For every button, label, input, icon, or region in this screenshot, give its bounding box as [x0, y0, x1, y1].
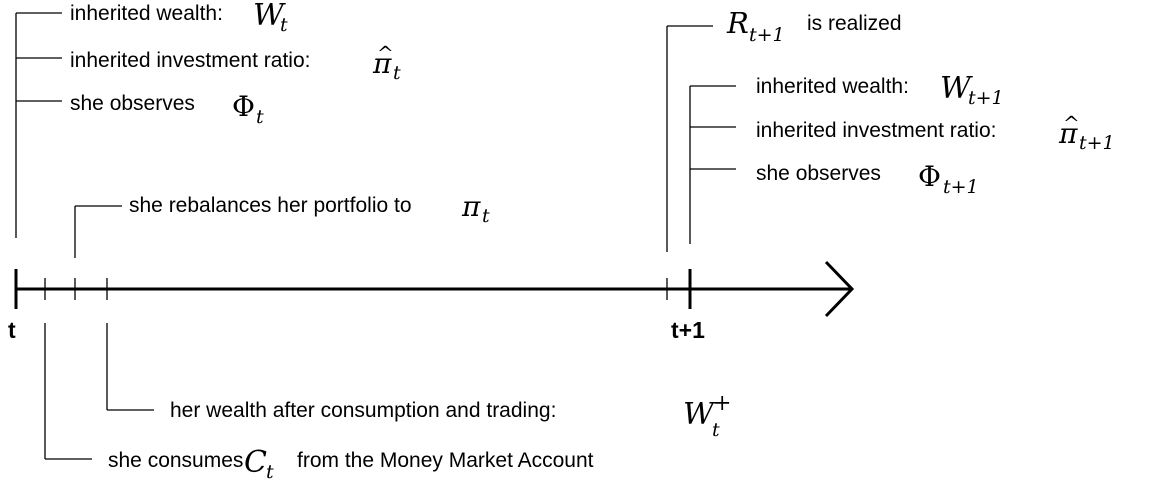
svg-text:inherited investment ratio:: inherited investment ratio:	[70, 49, 310, 72]
svg-text:her wealth after consumption a: her wealth after consumption and trading…	[170, 399, 556, 422]
event-inherited-wealth-t1: inherited wealth: W t+1	[756, 71, 1004, 109]
tick-label-t1: t+1	[671, 317, 705, 343]
svg-text:π: π	[372, 47, 392, 80]
svg-text:t+1: t+1	[1079, 132, 1115, 154]
svg-text:inherited investment ratio:: inherited investment ratio:	[756, 119, 996, 142]
svg-text:t: t	[712, 419, 720, 441]
svg-text:W: W	[940, 71, 973, 106]
svg-text:t+1: t+1	[749, 24, 785, 46]
svg-text:W: W	[253, 0, 286, 33]
event-rebalance: she rebalances her portfolio to π t	[129, 190, 490, 227]
svg-text:t: t	[482, 205, 490, 227]
svg-text:t: t	[280, 14, 288, 36]
svg-text:t: t	[393, 62, 401, 84]
svg-text:π: π	[461, 190, 481, 223]
svg-text:t+1: t+1	[943, 176, 979, 198]
svg-text:R: R	[726, 6, 749, 40]
svg-text:inherited wealth:: inherited wealth:	[70, 2, 223, 25]
svg-text:C: C	[244, 445, 267, 480]
svg-text:is realized: is realized	[807, 12, 902, 35]
svg-text:Φ: Φ	[918, 160, 941, 193]
event-observe-t: she observes Φ t	[70, 90, 264, 128]
event-inherited-wealth-t: inherited wealth: W t	[70, 0, 288, 36]
svg-text:she observes: she observes	[756, 162, 881, 185]
svg-text:t: t	[256, 106, 264, 128]
svg-text:π: π	[1058, 117, 1078, 150]
event-inherited-ratio-t1: inherited investment ratio: ^ π t+1	[756, 111, 1115, 154]
svg-text:t+1: t+1	[968, 87, 1004, 109]
svg-text:she rebalances her portfolio t: she rebalances her portfolio to	[129, 194, 412, 217]
svg-text:from the Money Market Account: from the Money Market Account	[297, 449, 594, 472]
svg-text:W: W	[683, 397, 716, 432]
svg-text:Φ: Φ	[232, 90, 255, 123]
svg-text:^: ^	[377, 41, 394, 65]
axis-arrowhead	[824, 260, 855, 318]
event-return-realized: R t+1 is realized	[726, 6, 902, 46]
svg-text:t: t	[266, 461, 274, 482]
event-inherited-ratio-t: inherited investment ratio: ^ π t	[70, 41, 401, 84]
svg-text:she observes: she observes	[70, 92, 195, 115]
event-after-trade: her wealth after consumption and trading…	[170, 391, 731, 441]
svg-text:^: ^	[1063, 111, 1080, 135]
svg-text:she consumes: she consumes	[108, 449, 243, 472]
tick-label-t: t	[8, 317, 16, 343]
event-observe-t1: she observes Φ t+1	[756, 160, 979, 198]
svg-text:+: +	[713, 391, 731, 416]
svg-text:inherited wealth:: inherited wealth:	[756, 75, 909, 98]
event-consume: she consumes C t from the Money Market A…	[108, 445, 594, 482]
